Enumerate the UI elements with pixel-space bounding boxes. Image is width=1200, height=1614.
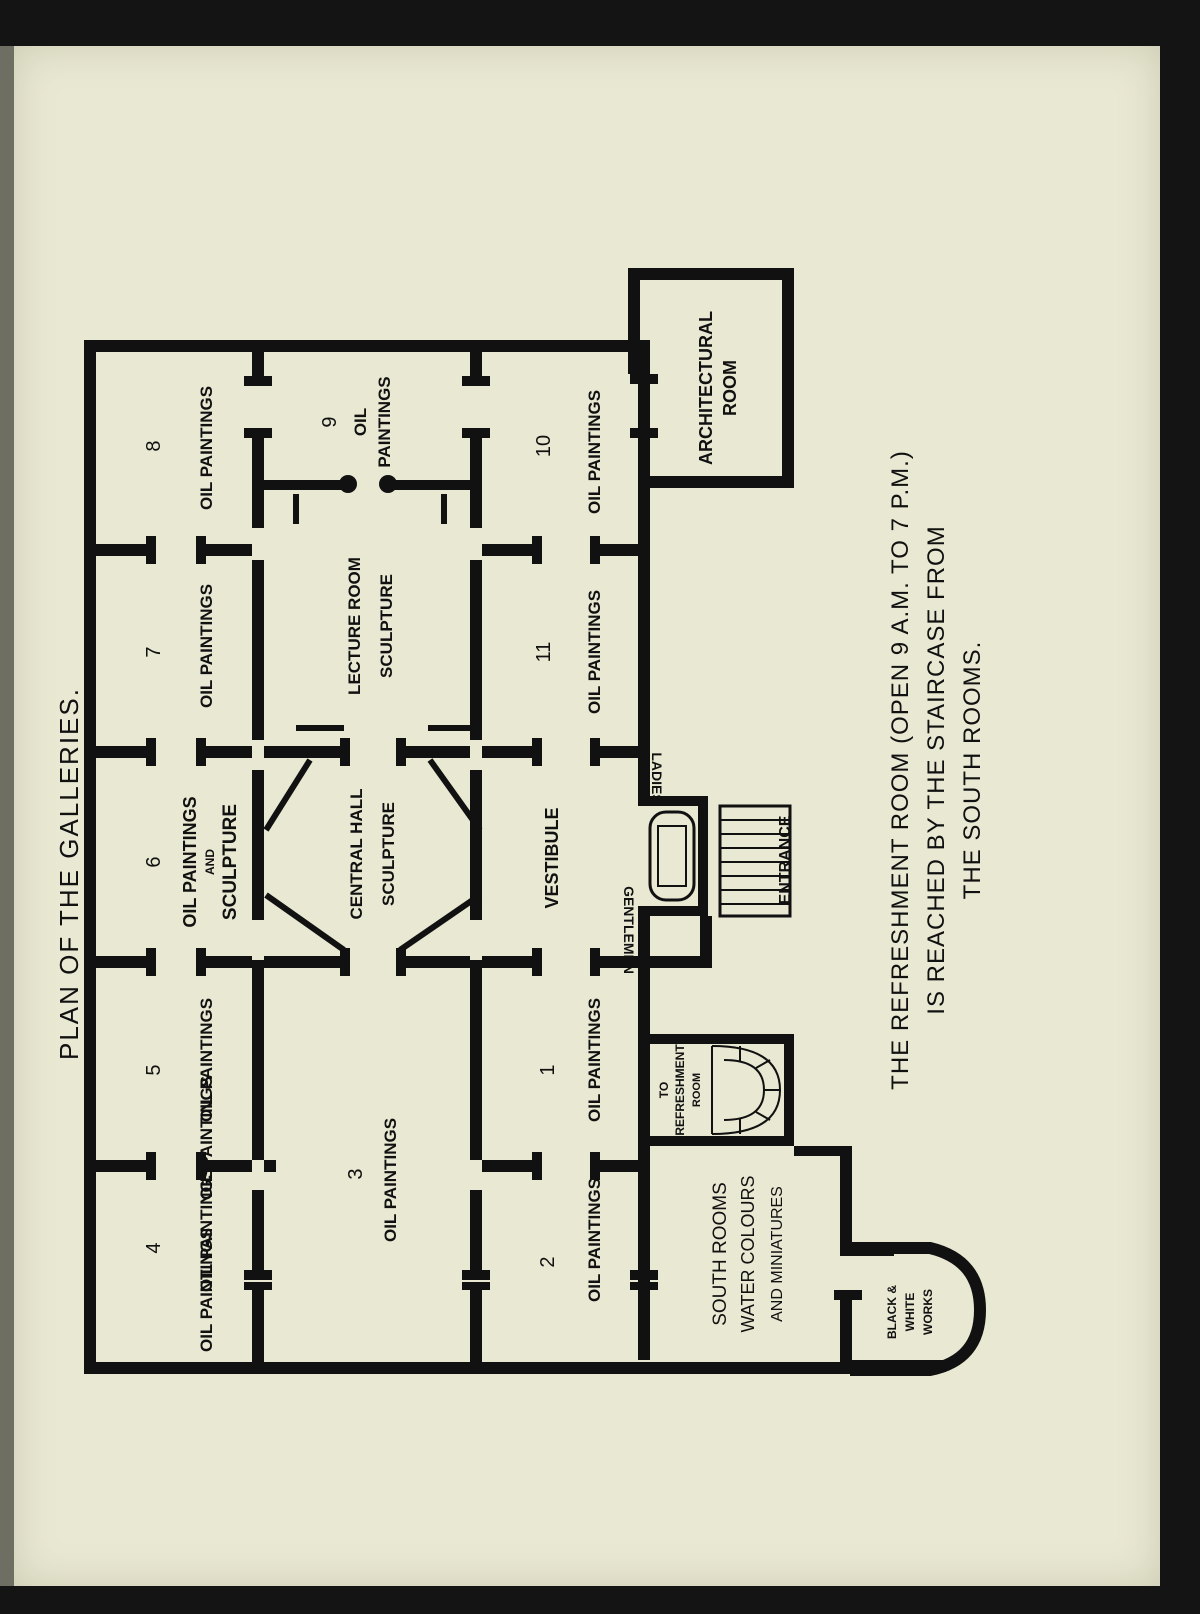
room-1-label: OIL PAINTINGS (585, 998, 604, 1122)
room-10-label: OIL PAINTINGS (585, 390, 604, 514)
room-5-label-right: OIL PAINTINGS (197, 1076, 216, 1200)
black-white-room-wall (850, 1242, 987, 1376)
room-6-line2: AND (203, 849, 217, 875)
room-7-label-left: OIL PAINTINGS (197, 584, 216, 708)
black-white-line2: WHITE (903, 1293, 917, 1332)
room-4-label-left: OIL PAINTINGS (197, 1228, 216, 1352)
room-9-line1: OIL (351, 408, 370, 436)
refreshment-note-line1: THE REFRESHMENT ROOM (OPEN 9 A.M. TO 7 P… (887, 450, 914, 1090)
room-9-line2: PAINTINGS (375, 376, 394, 467)
room-5-number: 5 (143, 1064, 165, 1075)
room-4-label-right: OIL PAINTINGS (197, 1168, 216, 1292)
south-rooms-line2: WATER COLOURS (738, 1175, 758, 1332)
entrance-label: ENTRANCE (777, 815, 794, 904)
room-7-number: 7 (143, 646, 165, 657)
plan-title: PLAN OF THE GALLERIES. (54, 687, 84, 1060)
black-white-line1: BLACK & (885, 1285, 899, 1339)
room-5-label-left: OIL PAINTINGS (197, 998, 216, 1122)
room-3-label: OIL PAINTINGS (381, 1118, 400, 1242)
lecture-room-line2: SCULPTURE (377, 574, 396, 678)
staircase (711, 1045, 782, 1135)
architectural-room-line2: ROOM (720, 360, 740, 416)
refreshment-note-line3: THE SOUTH ROOMS. (959, 641, 986, 900)
room-10-number: 10 (533, 435, 555, 457)
walls (84, 268, 946, 1374)
central-hall-line1: CENTRAL HALL (347, 789, 366, 920)
room-3-number: 3 (345, 1168, 367, 1179)
room-6-line3: SCULPTURE (220, 804, 241, 920)
room-11-label: OIL PAINTINGS (585, 590, 604, 714)
room-2-number: 2 (537, 1256, 559, 1267)
central-hall-line2: SCULPTURE (379, 802, 398, 906)
room-1-number: 1 (537, 1064, 559, 1075)
south-rooms-line1: SOUTH ROOMS (710, 1182, 731, 1326)
refreshment-note-line2: IS REACHED BY THE STAIRCASE FROM (923, 525, 950, 1014)
to-refreshment-line3: ROOM (691, 1073, 703, 1107)
room-6-line1: OIL PAINTINGS (180, 796, 200, 927)
south-rooms-line3: AND MINIATURES (769, 1186, 786, 1322)
black-white-line3: WORKS (921, 1289, 935, 1335)
book-spine (0, 46, 18, 1586)
architectural-room-line1: ARCHITECTURAL (696, 311, 716, 465)
to-refreshment-line2: REFRESHMENT (673, 1044, 687, 1136)
room-11-number: 11 (533, 642, 555, 663)
page (14, 46, 1160, 1586)
pillars (263, 494, 483, 953)
room-9-number: 9 (319, 416, 341, 427)
room-6-number: 6 (143, 856, 165, 867)
ladies-label: LADIES (649, 752, 665, 803)
room-4-number: 4 (143, 1242, 165, 1253)
lecture-room-line1: LECTURE ROOM (345, 557, 364, 695)
to-refreshment-line1: TO (657, 1082, 671, 1098)
vestibule-label: VESTIBULE (542, 807, 562, 908)
gentlemen-label: GENTLEMEN (621, 886, 637, 974)
room-8-label: OIL PAINTINGS (197, 386, 216, 510)
room-8-number: 8 (143, 440, 165, 451)
room-2-label: OIL PAINTINGS (585, 1178, 604, 1302)
entrance-steps (648, 804, 792, 918)
